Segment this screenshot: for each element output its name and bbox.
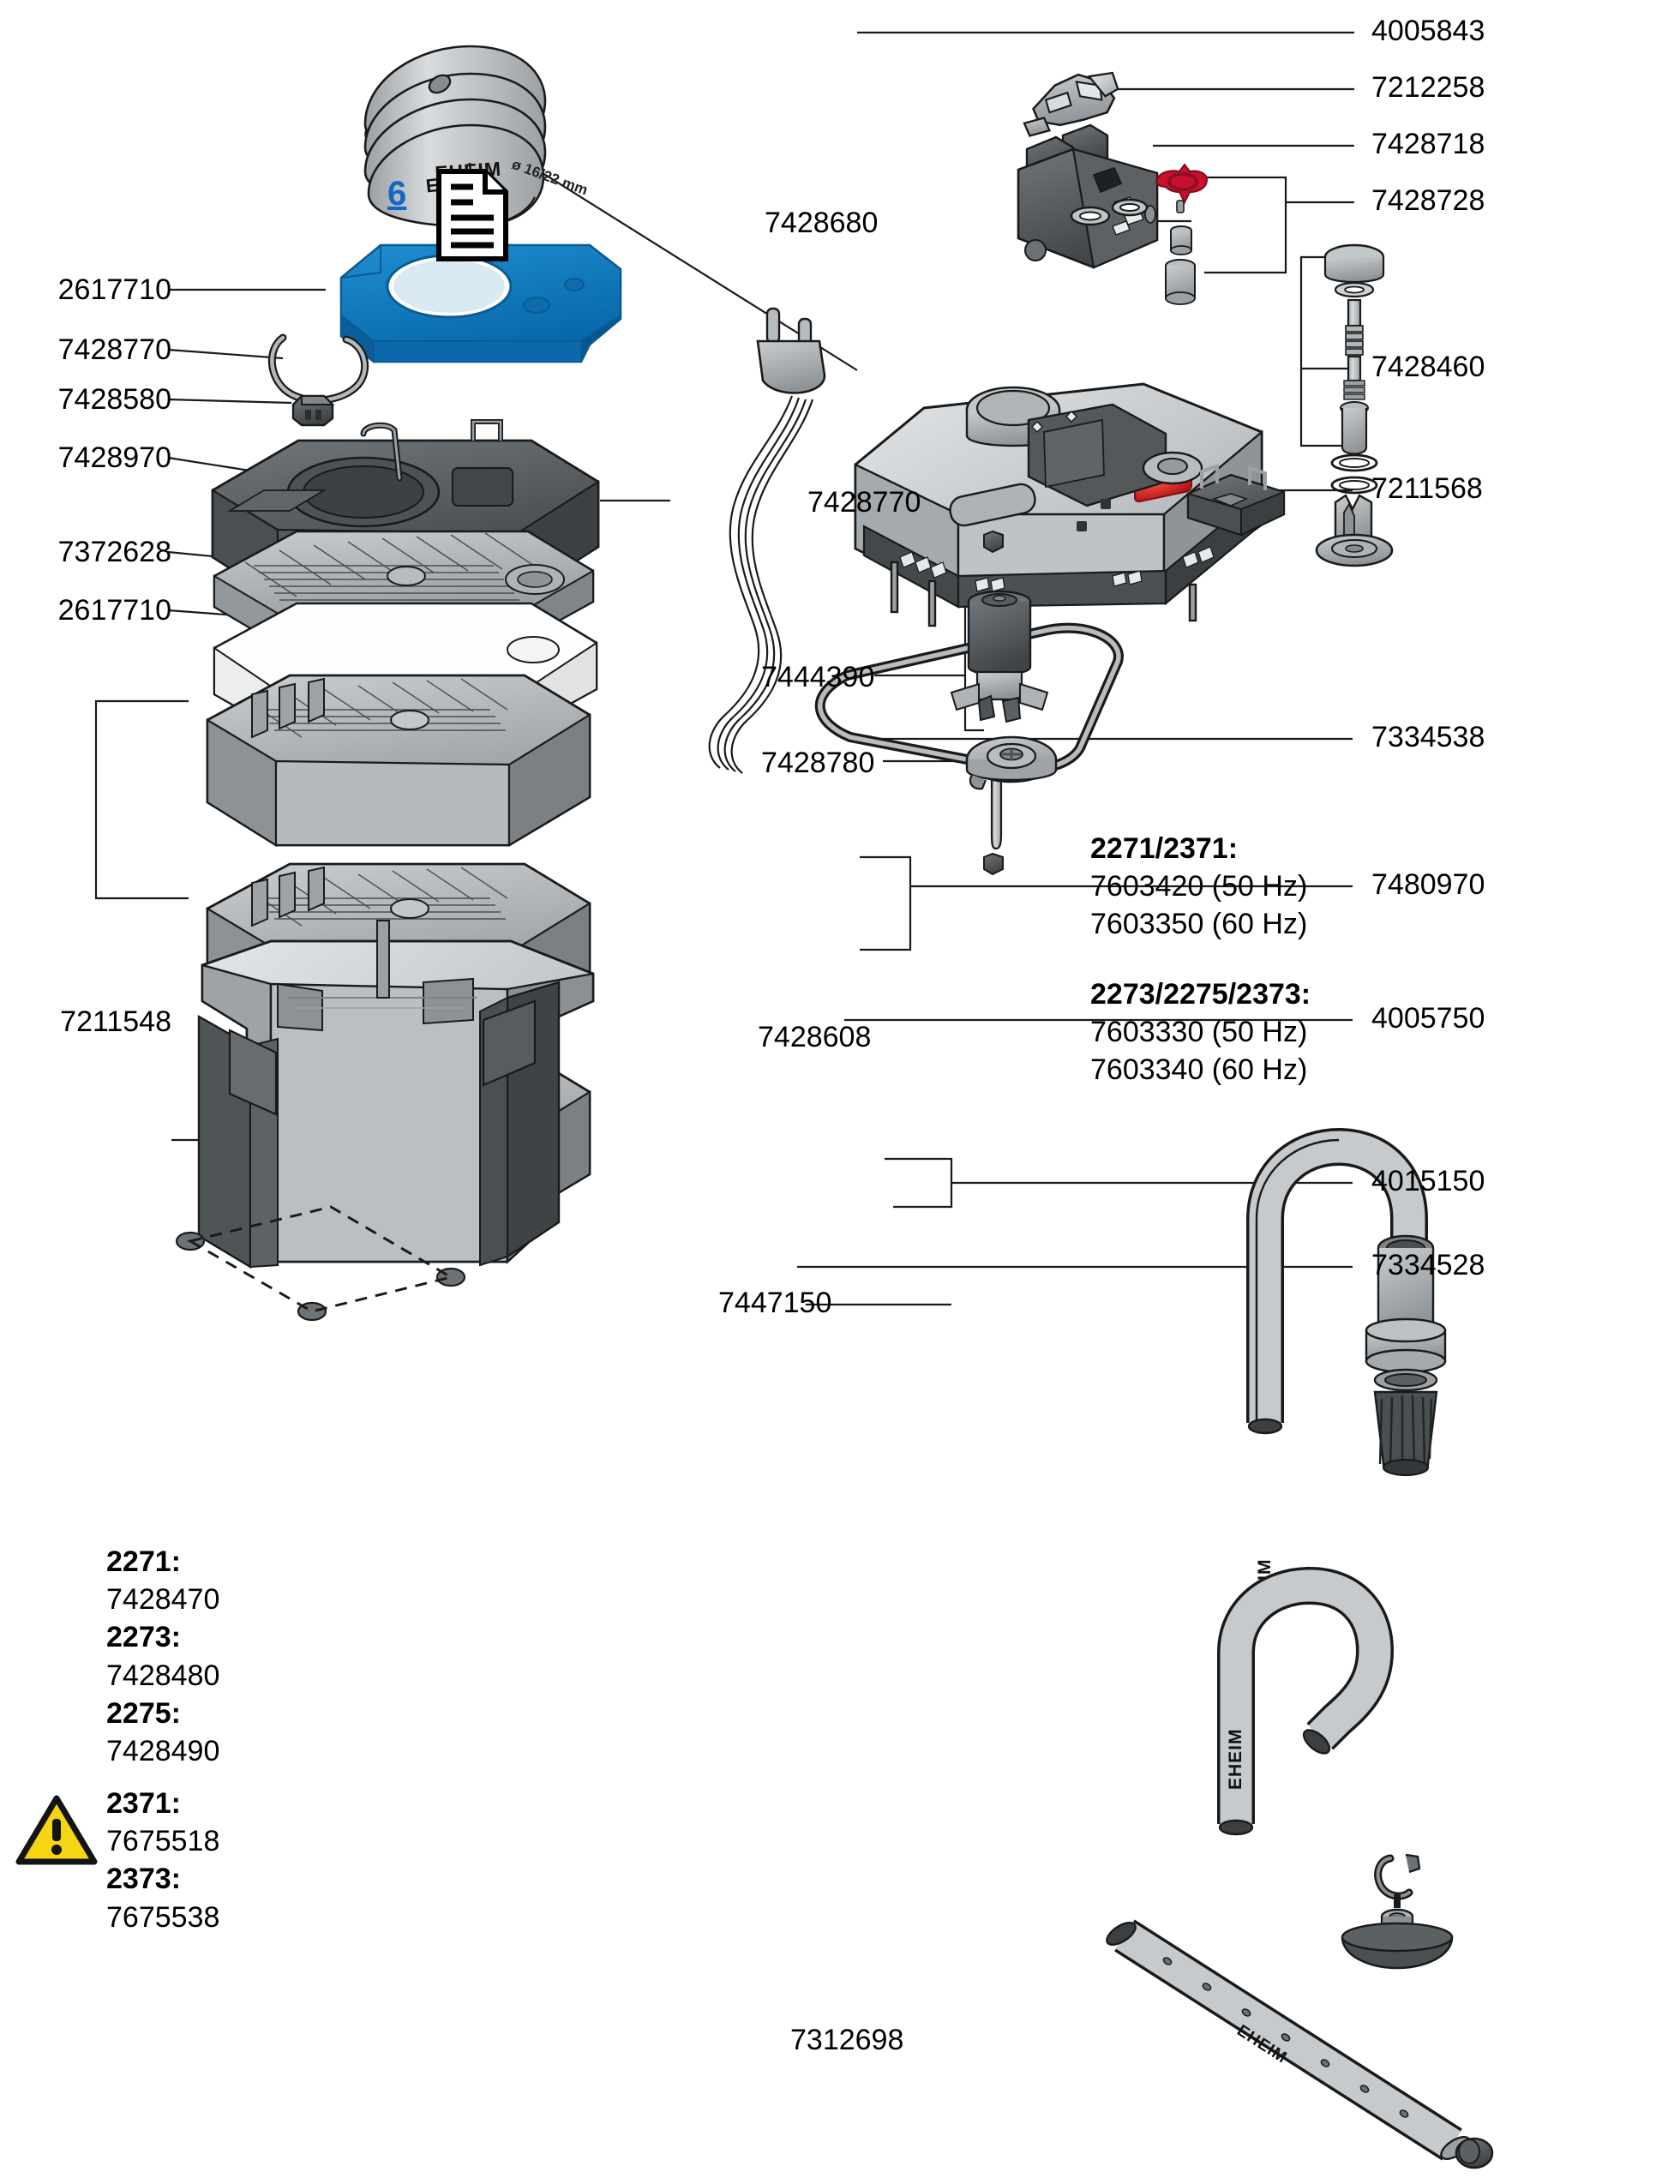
canister-spec-block: 2271: 7428470 2273: 7428480 2275: 742849…: [106, 1543, 219, 1770]
svg-text:EHEIM: EHEIM: [1226, 1728, 1245, 1790]
canister-part-2275: 7428490: [106, 1734, 220, 1767]
motor-spec-block-1: 2271/2371: 7603420 (50 Hz) 7603350 (60 H…: [1090, 830, 1307, 944]
canister-model-2371: 2371:: [106, 1787, 181, 1820]
motor-part-2-60hz: 7603340 (60 Hz): [1090, 1053, 1308, 1087]
part-label-7428718: 7428718: [1371, 128, 1485, 160]
part-label-7211568: 7211568: [1371, 472, 1483, 505]
document-icon[interactable]: [435, 168, 509, 267]
motor-part-2-50hz: 7603330 (50 Hz): [1090, 1016, 1308, 1049]
manual-reference-number[interactable]: 6: [387, 175, 407, 213]
motor-models-2: 2273/2275/2373:: [1090, 978, 1311, 1011]
part-label-7444390: 7444390: [761, 661, 875, 693]
part-label-7428580: 7428580: [57, 383, 171, 416]
part-label-2617710-lower: 2617710: [57, 594, 171, 627]
part-label-7334528: 7334528: [1371, 1249, 1485, 1281]
part-label-7428770-top: 7428770: [57, 333, 171, 366]
part-label-4015150: 4015150: [1371, 1165, 1485, 1197]
part-label-7428680: 7428680: [765, 207, 879, 239]
canister-model-2273: 2273:: [106, 1621, 181, 1654]
part-label-7428460: 7428460: [1371, 351, 1485, 383]
canister-part-2271: 7428470: [106, 1583, 220, 1617]
part-label-7334538: 7334538: [1371, 721, 1485, 753]
part-label-7428608: 7428608: [758, 1021, 872, 1053]
part-label-7312698: 7312698: [790, 2024, 904, 2056]
canister-model-2275: 2275:: [106, 1696, 181, 1730]
part-label-2617710-top: 2617710: [57, 273, 171, 306]
motor-models-1: 2271/2371:: [1090, 832, 1239, 865]
part-label-7428728: 7428728: [1371, 184, 1485, 217]
motor-part-1-50hz: 7603420 (50 Hz): [1090, 870, 1308, 903]
canister-model-2271: 2271:: [106, 1545, 181, 1578]
part-label-7372628: 7372628: [57, 536, 171, 568]
motor-spec-block-2: 2273/2275/2373: 7603330 (50 Hz) 7603340 …: [1090, 975, 1311, 1089]
part-label-7447150: 7447150: [718, 1287, 832, 1319]
part-label-7428780: 7428780: [761, 747, 875, 779]
part-label-7428770-lower: 7428770: [807, 486, 921, 519]
canister-part-2273: 7428480: [106, 1659, 220, 1692]
warning-icon: [15, 1793, 98, 1871]
part-label-7480970: 7480970: [1371, 868, 1485, 901]
part-label-4005750: 4005750: [1371, 1002, 1485, 1035]
canister-model-2373: 2373:: [106, 1863, 181, 1896]
motor-part-1-60hz: 7603350 (60 Hz): [1090, 908, 1308, 941]
part-label-7212258: 7212258: [1371, 71, 1485, 104]
canister-part-2371: 7675518: [106, 1825, 220, 1858]
part-label-7211548: 7211548: [60, 1005, 171, 1038]
canister-part-2373: 7675538: [106, 1900, 220, 1934]
part-label-7428970: 7428970: [57, 441, 171, 474]
canister-spec-block-2: 2371: 7675518 2373: 7675538: [106, 1785, 219, 1936]
part-label-4005843: 4005843: [1371, 15, 1485, 47]
